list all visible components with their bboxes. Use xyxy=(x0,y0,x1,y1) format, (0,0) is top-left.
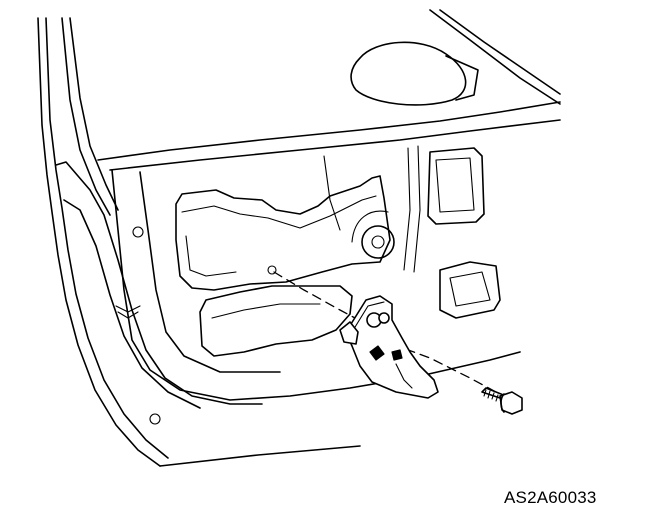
bracket-icon xyxy=(339,295,439,399)
bolt-icon xyxy=(481,387,523,415)
figure-code: AS2A60033 xyxy=(504,488,597,507)
door-inner-panel xyxy=(111,145,521,425)
door-frame xyxy=(37,17,361,467)
door-window-edge xyxy=(97,9,561,171)
mirror-icon xyxy=(350,41,479,106)
